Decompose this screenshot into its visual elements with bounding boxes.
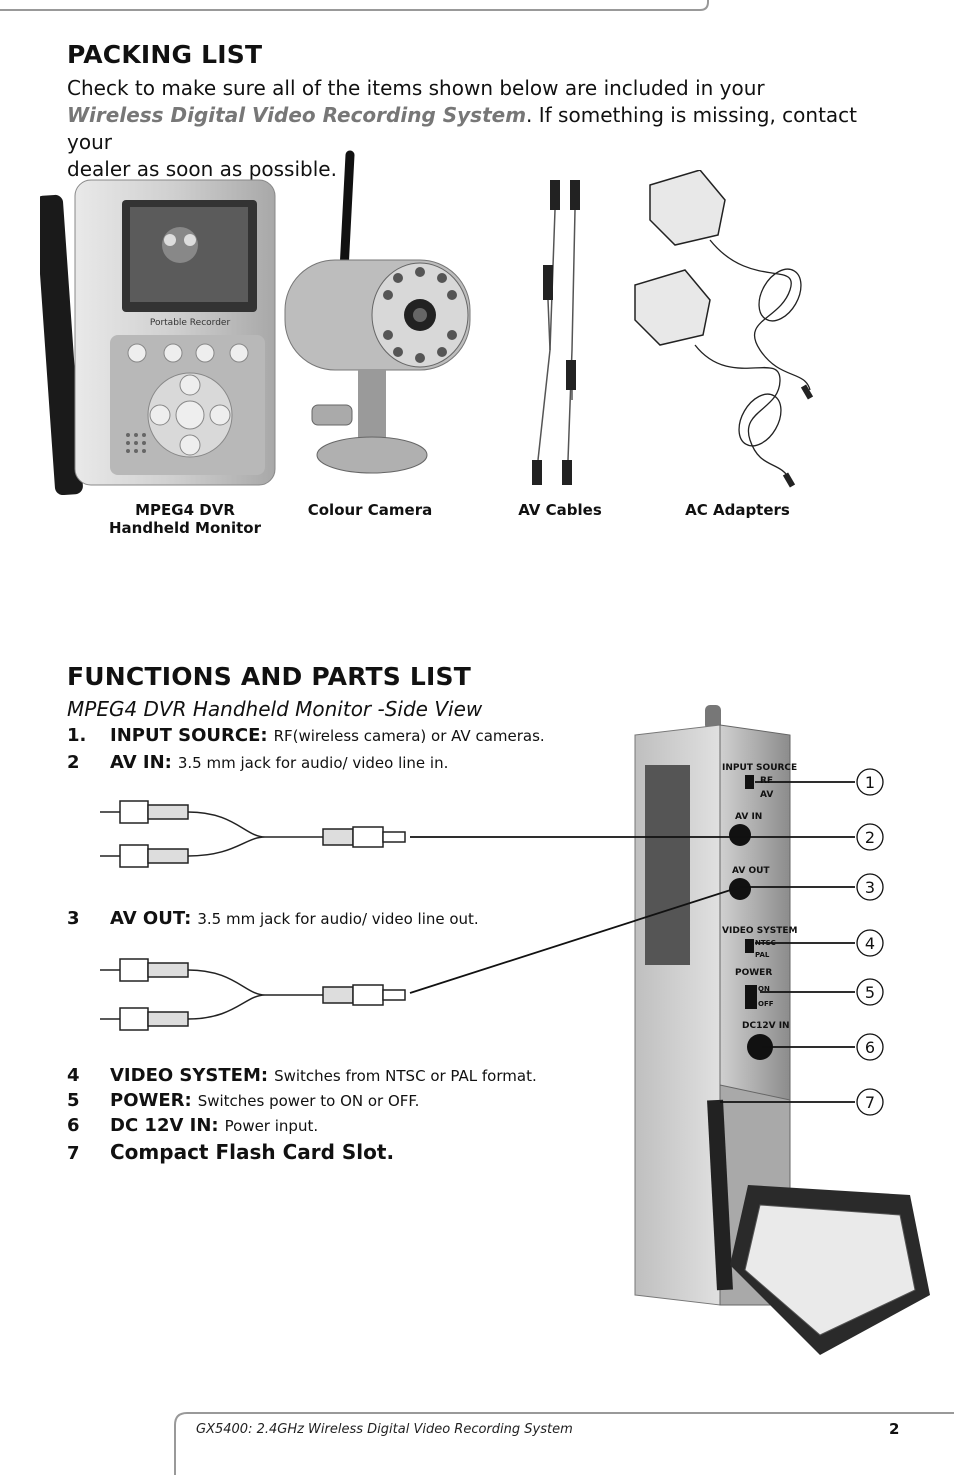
part-label: INPUT SOURCE: [110, 725, 268, 746]
side-label-off: OFF [758, 1000, 774, 1008]
av-cables-image [532, 180, 580, 485]
page-number: 2 [889, 1420, 900, 1438]
part-label: DC 12V IN: [110, 1115, 219, 1136]
caption-camera: Colour Camera [307, 501, 433, 519]
part-number: 3 [67, 908, 80, 929]
camera-image [284, 150, 471, 474]
callout-7 [856, 1088, 884, 1116]
callout-number: 3 [865, 878, 875, 897]
part-label: AV OUT: [110, 908, 192, 929]
part-item-7: 7 Compact Flash Card Slot. [67, 1140, 400, 1164]
part-desc: Switches power to ON or OFF. [197, 1092, 420, 1110]
intro-product-name: Wireless Digital Video Recording System [67, 103, 527, 127]
part-number: 7 [67, 1143, 80, 1164]
part-desc: 3.5 mm jack for audio/ video line out. [197, 910, 479, 928]
side-label-dc12v: DC12V IN [742, 1021, 790, 1031]
monitor-image: Portable Recorder [40, 179, 276, 495]
part-item-1: 1. INPUT SOURCE: RF(wireless camera) or … [67, 725, 545, 746]
av-out-cable-image [100, 958, 406, 1031]
side-label-power: POWER [735, 968, 772, 978]
intro-text-3: dealer as soon as possible. [67, 157, 337, 181]
part-desc: Switches from NTSC or PAL format. [274, 1067, 537, 1085]
av-in-cable-image [100, 800, 406, 868]
side-view-image: INPUT SOURCE RF AV AV IN AV OUT VIDEO SY… [634, 705, 930, 1355]
part-item-5: 5 POWER: Switches power to ON or OFF. [67, 1090, 419, 1111]
part-desc: RF(wireless camera) or AV cameras. [273, 727, 545, 745]
intro-text: Check to make sure all of the items show… [67, 76, 765, 100]
intro-text-2: . If something is missing, contact your [67, 103, 858, 154]
callout-6 [856, 1033, 884, 1061]
part-number: 6 [67, 1115, 80, 1136]
part-label: Compact Flash Card Slot. [110, 1140, 395, 1164]
side-label-video-system: VIDEO SYSTEM [722, 926, 797, 936]
side-label-on: ON [758, 985, 770, 993]
part-item-6: 6 DC 12V IN: Power input. [67, 1115, 318, 1136]
callout-number: 2 [865, 828, 875, 847]
part-number: 4 [67, 1065, 80, 1086]
caption-ac-adapters: AC Adapters [685, 501, 790, 519]
caption-av-cables: AV Cables [518, 501, 602, 519]
part-number: 1. [67, 725, 87, 746]
footer-frame [174, 1412, 954, 1475]
callout-number: 7 [865, 1093, 875, 1112]
callout-number: 1 [865, 773, 875, 792]
part-item-3: 3 AV OUT: 3.5 mm jack for audio/ video l… [67, 908, 479, 929]
packing-intro: Check to make sure all of the items show… [67, 75, 907, 183]
top-frame [0, 0, 709, 11]
caption-monitor: MPEG4 DVR Handheld Monitor [95, 501, 275, 537]
screen-label: Portable Recorder [150, 318, 231, 328]
side-label-rf: RF [760, 776, 773, 786]
side-label-av-out: AV OUT [732, 866, 770, 876]
callout-layer: 1 2 3 4 5 6 7 [409, 768, 884, 1116]
callout-3 [856, 873, 884, 901]
side-label-pal: PAL [755, 951, 770, 959]
callout-number: 6 [865, 1038, 875, 1057]
part-number: 5 [67, 1090, 80, 1111]
side-label-av: AV [760, 790, 773, 800]
callout-5 [856, 978, 884, 1006]
part-label: POWER: [110, 1090, 192, 1111]
packing-list-title: PACKING LIST [67, 40, 263, 69]
footer-text: GX5400: 2.4GHz Wireless Digital Video Re… [196, 1422, 573, 1437]
part-number: 2 [67, 752, 80, 773]
part-label: AV IN: [110, 752, 172, 773]
part-desc: 3.5 mm jack for audio/ video line in. [177, 754, 449, 772]
part-label: VIDEO SYSTEM: [110, 1065, 269, 1086]
part-item-2: 2 AV IN: 3.5 mm jack for audio/ video li… [67, 752, 448, 773]
caption-monitor-line2: Handheld Monitor [109, 519, 261, 537]
callout-4 [856, 929, 884, 957]
callout-number: 5 [865, 983, 875, 1002]
ac-adapters-image [634, 170, 814, 488]
functions-subtitle: MPEG4 DVR Handheld Monitor -Side View [67, 697, 483, 721]
part-item-4: 4 VIDEO SYSTEM: Switches from NTSC or PA… [67, 1065, 537, 1086]
caption-monitor-line1: MPEG4 DVR [135, 501, 235, 519]
callout-number: 4 [865, 934, 875, 953]
callout-1 [856, 768, 884, 796]
side-label-input-source: INPUT SOURCE [722, 763, 797, 773]
callout-2 [856, 823, 884, 851]
part-desc: Power input. [224, 1117, 319, 1135]
side-label-av-in: AV IN [735, 812, 762, 822]
functions-title: FUNCTIONS AND PARTS LIST [67, 662, 471, 691]
